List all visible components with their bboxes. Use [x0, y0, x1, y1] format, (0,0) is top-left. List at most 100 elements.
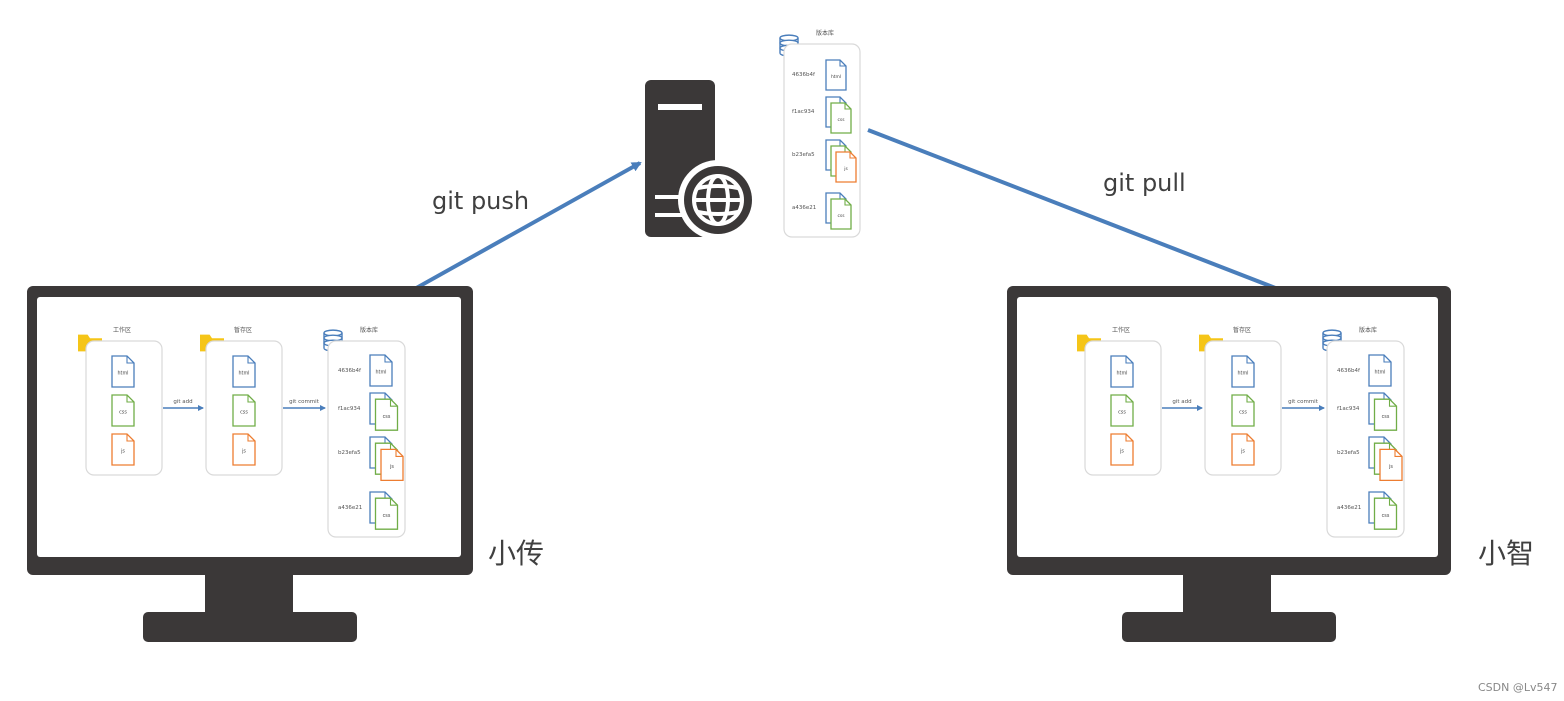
git-add-label: git add — [173, 399, 192, 405]
html-file-icon: html — [825, 59, 847, 91]
git-push-label: git push — [432, 187, 529, 215]
css-file-label: css — [1118, 411, 1126, 416]
css-file-label: css — [838, 214, 846, 219]
css-file-label: css — [1239, 411, 1247, 416]
server-icon — [645, 80, 758, 240]
git-commit-label: git commit — [1288, 399, 1319, 405]
repo-title: 版本库 — [360, 326, 378, 334]
repository-panel — [327, 340, 406, 538]
js-file-label: js — [1240, 449, 1245, 455]
css-file-icon: css — [374, 398, 399, 431]
commit-hash: a436e21 — [338, 505, 362, 511]
commit-files: htmlcssjs — [1368, 436, 1403, 482]
commit-files: html — [825, 59, 847, 91]
commit-hash: f1ac934 — [792, 109, 815, 115]
commit-hash: b23efa5 — [338, 450, 361, 456]
js-file-icon: js — [1379, 448, 1403, 482]
html-file-icon: html — [1110, 355, 1134, 388]
user-label-right: 小智 — [1478, 537, 1534, 570]
commit-hash: a436e21 — [1337, 505, 1361, 511]
js-file-label: js — [1388, 464, 1393, 470]
css-file-icon: css — [1373, 398, 1398, 431]
commit-files: html — [369, 354, 393, 387]
js-file-label: js — [1119, 449, 1124, 455]
html-file-icon: html — [232, 355, 256, 388]
commit-hash: f1ac934 — [1337, 406, 1360, 412]
git-add-label: git add — [1172, 399, 1191, 405]
remote-repo-title: 版本库 — [816, 29, 834, 37]
js-file-icon: js — [1110, 433, 1134, 466]
html-file-icon: html — [111, 355, 135, 388]
css-file-label: css — [119, 411, 127, 416]
repository-panel — [1326, 340, 1405, 538]
commit-hash: f1ac934 — [338, 406, 361, 412]
html-file-icon: html — [1231, 355, 1255, 388]
css-file-label: css — [838, 118, 846, 123]
working-area-title: 工作区 — [113, 326, 131, 334]
css-file-icon: css — [1110, 394, 1134, 427]
js-file-icon: js — [380, 448, 404, 482]
html-file-label: html — [118, 371, 129, 377]
commit-hash: b23efa5 — [1337, 450, 1360, 456]
commit-hash: b23efa5 — [792, 152, 815, 158]
commit-hash: 4636b4f — [792, 72, 816, 78]
git-pull-label: git pull — [1103, 169, 1186, 197]
css-file-icon: css — [374, 497, 399, 530]
css-file-label: css — [1382, 514, 1390, 519]
user-label-left: 小传 — [488, 537, 544, 570]
js-file-icon: js — [1231, 433, 1255, 466]
staging-area-title: 暂存区 — [234, 326, 252, 334]
css-file-label: css — [383, 514, 391, 519]
remote-repo-panel — [783, 43, 861, 238]
css-file-label: css — [1382, 415, 1390, 420]
commit-files: html — [1368, 354, 1392, 387]
html-file-label: html — [1117, 371, 1128, 377]
js-file-label: js — [843, 166, 848, 172]
globe-icon — [692, 174, 744, 226]
commit-hash: 4636b4f — [338, 368, 362, 374]
commit-files: htmlcssjs — [825, 139, 857, 183]
css-file-icon: css — [1373, 497, 1398, 530]
html-file-label: html — [239, 371, 250, 377]
js-file-label: js — [120, 449, 125, 455]
repo-title: 版本库 — [1359, 326, 1377, 334]
js-file-label: js — [241, 449, 246, 455]
staging-area-title: 暂存区 — [1233, 326, 1251, 334]
css-file-icon: css — [111, 394, 135, 427]
css-file-label: css — [240, 411, 248, 416]
commit-files: htmlcssjs — [369, 436, 404, 482]
commit-hash: 4636b4f — [1337, 368, 1361, 374]
watermark: CSDN @Lv547 — [1478, 681, 1558, 694]
js-file-label: js — [389, 464, 394, 470]
html-file-label: html — [831, 74, 841, 80]
css-file-icon: css — [830, 102, 852, 134]
js-file-icon: js — [232, 433, 256, 466]
html-file-icon: html — [1368, 354, 1392, 387]
html-file-label: html — [1375, 370, 1386, 376]
commit-hash: a436e21 — [792, 205, 816, 211]
html-file-label: html — [1238, 371, 1249, 377]
working-area-title: 工作区 — [1112, 326, 1130, 334]
html-file-icon: html — [369, 354, 393, 387]
css-file-icon: css — [830, 198, 852, 230]
css-file-label: css — [383, 415, 391, 420]
html-file-label: html — [376, 370, 387, 376]
git-pull-arrow — [867, 128, 1347, 317]
git-commit-label: git commit — [289, 399, 320, 405]
css-file-icon: css — [1231, 394, 1255, 427]
js-file-icon: js — [111, 433, 135, 466]
js-file-icon: js — [835, 151, 857, 183]
css-file-icon: css — [232, 394, 256, 427]
